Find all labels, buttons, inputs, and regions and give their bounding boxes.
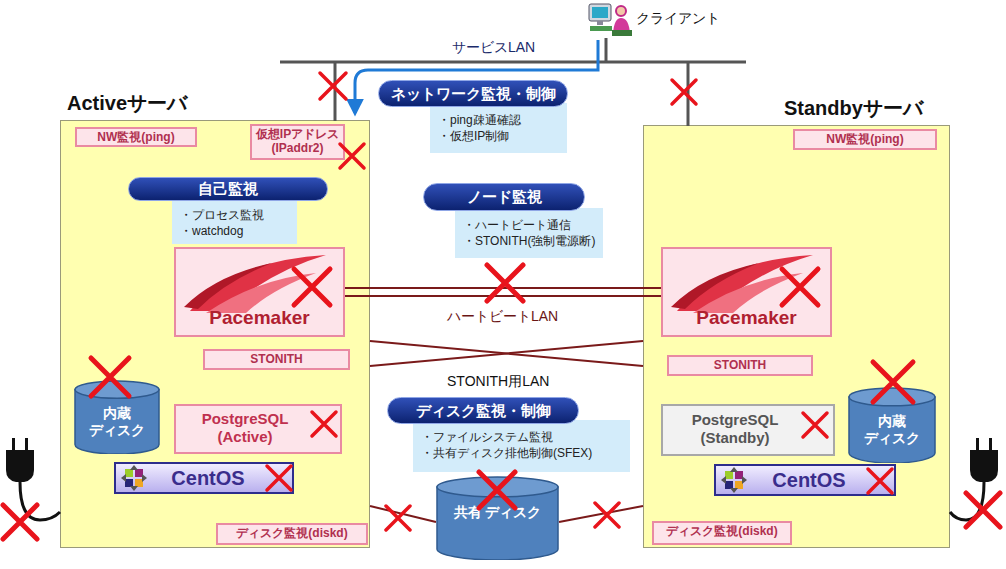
node-text: NW監視(ping): [80, 130, 192, 144]
lan-label: サービスLAN: [452, 39, 535, 57]
disk-cylinder: 内蔵 ディスク: [74, 380, 160, 454]
lan-label: ハートビートLAN: [447, 308, 558, 326]
node-text: ・共有ディスク排他制御(SFEX): [421, 445, 624, 461]
disk-cylinder: 内蔵 ディスク: [848, 387, 936, 463]
link-path: [370, 341, 643, 366]
link-line: [370, 341, 643, 366]
node-text: ・ping疎通確認: [438, 112, 561, 128]
node-text: ネットワーク監視・制御: [379, 81, 567, 106]
failure-cross: [91, 358, 129, 396]
node-text: 内蔵 ディスク: [852, 413, 932, 447]
monitor-box: NW監視(ping): [793, 129, 937, 150]
failure-cross: [386, 506, 410, 530]
failure-cross: [868, 469, 892, 493]
failure-cross: [267, 466, 291, 490]
node-text: ディスク監視(diskd): [221, 526, 363, 540]
node-text: Pacemaker: [663, 307, 830, 329]
pacemaker-box: Pacemaker: [661, 247, 832, 337]
node-text: ディスク監視(diskd): [657, 524, 787, 538]
feature-list: ・ハートビート通信・STONITH(強制電源断): [455, 208, 603, 258]
link-path: [345, 295, 661, 297]
server-title: Activeサーバ: [67, 90, 187, 117]
link-path: [370, 506, 436, 522]
node-text: ・watchdog: [180, 223, 291, 239]
stonith-box: STONITH: [203, 349, 350, 370]
failure-cross: [320, 73, 346, 99]
lan-label: STONITH用LAN: [447, 373, 549, 391]
node-text: STONITH: [208, 352, 345, 366]
node-text: CentOS: [152, 464, 264, 492]
node-text: 仮想IPアドレス (IPaddr2): [255, 127, 340, 155]
disk-cylinder: 共有 ディスク: [436, 476, 559, 560]
failure-cross: [672, 80, 696, 104]
client-icon: [589, 4, 632, 36]
monitor-box: ディスク監視(diskd): [652, 521, 792, 545]
node-text: 共有 ディスク: [440, 504, 555, 521]
section-pill: ネットワーク監視・制御: [378, 80, 568, 107]
pacemaker-box: Pacemaker: [174, 247, 345, 337]
client-label: クライアント: [636, 10, 720, 28]
os-bar: CentOS: [714, 464, 896, 496]
section-pill: ディスク監視・制御: [387, 397, 579, 424]
failure-cross: [340, 144, 364, 168]
failure-cross: [294, 269, 330, 305]
vip-box: 仮想IPアドレス (IPaddr2): [250, 124, 345, 160]
node-text: ・ハートビート通信: [463, 217, 597, 233]
failure-cross: [595, 503, 619, 527]
database-box: PostgreSQL (Standby): [661, 404, 835, 456]
node-text: STONITH: [672, 358, 808, 372]
server-box: NW監視(ping)仮想IPアドレス (IPaddr2)自己監視・プロセス監視・…: [60, 120, 370, 548]
node-text: 内蔵 ディスク: [78, 405, 156, 439]
node-text: ディスク監視・制御: [388, 398, 578, 423]
node-text: 自己監視: [129, 178, 327, 200]
node-text: ・プロセス監視: [180, 207, 291, 223]
node-text: ・STONITH(強制電源断): [463, 233, 597, 249]
link-path: [370, 341, 643, 366]
node-text: ノード監視: [424, 184, 584, 210]
failure-cross: [3, 505, 37, 539]
database-box: PostgreSQL (Active): [174, 404, 342, 454]
failure-cross: [782, 269, 818, 305]
link-path: [559, 506, 643, 522]
node-text: ・仮想IP制御: [438, 128, 561, 144]
node-text: CentOS: [752, 466, 866, 494]
feature-list: ・プロセス監視・watchdog: [172, 198, 297, 244]
failure-cross: [312, 412, 336, 436]
server-box: NW監視(ping) PacemakerSTONITH PostgreSQL (St…: [643, 125, 950, 548]
failure-cross: [966, 493, 1000, 527]
node-text: PostgreSQL (Active): [180, 410, 310, 446]
feature-list: ・ファイルシステム監視・共有ディスク排他制御(SFEX): [413, 420, 630, 472]
server-title: Standbyサーバ: [784, 95, 923, 122]
failure-cross: [479, 472, 515, 508]
os-logo: [721, 467, 747, 493]
link-line: [370, 341, 643, 366]
power-plug: [6, 438, 60, 520]
stonith-box: STONITH: [667, 355, 813, 376]
node-text: ・ファイルシステム監視: [421, 429, 624, 445]
link-path: [345, 287, 661, 289]
section-pill: ノード監視: [423, 183, 585, 211]
failure-cross: [487, 265, 523, 301]
link-line: [370, 506, 436, 522]
section-pill: 自己監視: [128, 177, 328, 201]
feature-list: ・ping疎通確認・仮想IP制御: [430, 103, 567, 153]
monitor-box: NW監視(ping): [75, 127, 197, 147]
failure-cross: [803, 413, 827, 437]
failure-cross: [873, 362, 913, 402]
link-line: [345, 288, 661, 296]
node-text: NW監視(ping): [798, 132, 932, 146]
request-arrow: [355, 40, 598, 113]
os-logo: [121, 465, 147, 491]
node-text: Pacemaker: [176, 307, 343, 329]
link-line: [559, 506, 643, 522]
node-text: PostgreSQL (Standby): [667, 411, 803, 447]
os-bar: CentOS: [114, 462, 294, 494]
power-plug: [950, 438, 998, 520]
monitor-box: ディスク監視(diskd): [216, 523, 368, 545]
